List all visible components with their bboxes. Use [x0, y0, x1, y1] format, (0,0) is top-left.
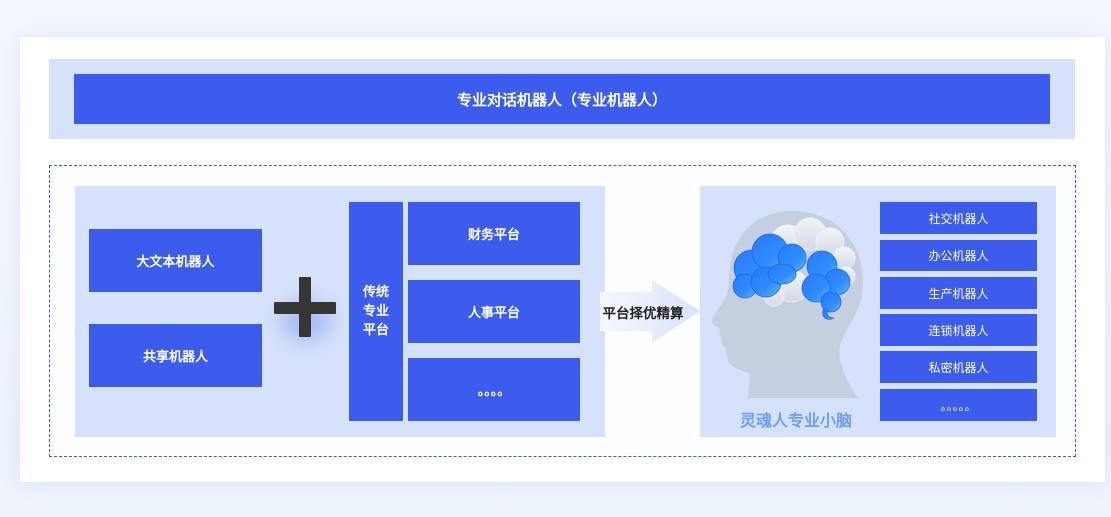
traditional-platform-line: 专业 [362, 304, 389, 319]
traditional-platform-line: 平台 [362, 323, 389, 338]
robot-box-chain: 连锁机器人 [880, 314, 1037, 346]
robot-box-more: 。。。。。 [880, 389, 1037, 421]
robot-box-large-text: 大文本机器人 [89, 229, 262, 292]
platform-label: 。。。。 [477, 384, 511, 399]
plus-icon-horizontal-bar [274, 302, 336, 314]
platform-label: 财务平台 [467, 228, 520, 243]
robot-label: 生产机器人 [928, 286, 989, 301]
robot-box-social: 社交机器人 [880, 202, 1037, 234]
brain-label: 灵魂人专业小脑 [739, 411, 852, 430]
arrow-right-icon [600, 280, 700, 343]
robot-label: 连锁机器人 [928, 323, 989, 338]
robot-box-private: 私密机器人 [880, 351, 1037, 383]
robot-box-office: 办公机器人 [880, 240, 1037, 271]
robot-box-production: 生产机器人 [880, 277, 1037, 309]
traditional-platform-box: 传统 专业 平台 [349, 202, 403, 421]
platform-box-finance: 财务平台 [408, 202, 580, 265]
head-brain-icon [711, 211, 864, 398]
plus-icon [274, 277, 336, 337]
header-bar: 专业对话机器人（专业机器人） [74, 74, 1050, 124]
platform-label: 人事平台 [467, 306, 520, 321]
robot-box-shared: 共享机器人 [89, 324, 262, 387]
brain-icon [732, 217, 856, 320]
header-title: 专业对话机器人（专业机器人） [456, 90, 667, 109]
robot-label: 私密机器人 [928, 360, 989, 375]
platform-box-more: 。。。。 [408, 358, 580, 421]
robot-label: 办公机器人 [928, 249, 989, 263]
robot-label: 。。。。。 [940, 398, 977, 413]
platform-box-hr: 人事平台 [408, 280, 580, 343]
traditional-platform-line: 传统 [362, 285, 389, 300]
robot-label: 社交机器人 [928, 211, 989, 226]
robot-label: 共享机器人 [142, 350, 208, 365]
arrow-label: 平台择优精算 [602, 305, 684, 322]
robot-label: 大文本机器人 [136, 255, 215, 270]
